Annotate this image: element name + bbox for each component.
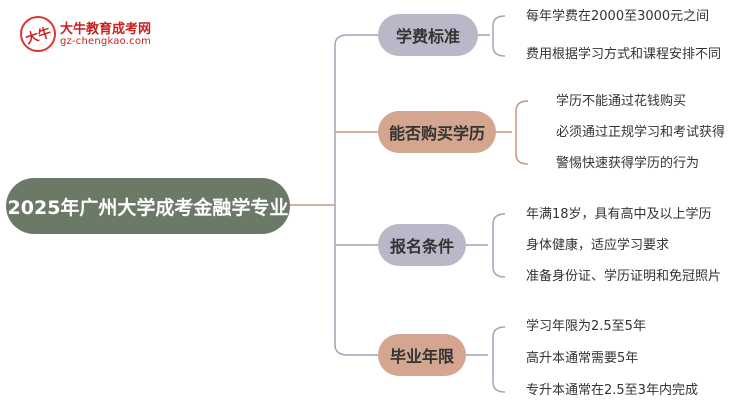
leaf-buy-3: 警惕快速获得学历的行为 bbox=[556, 156, 700, 171]
leaf-req-1: 年满18岁，具有高中及以上学历 bbox=[526, 207, 712, 222]
branch-1-bracket bbox=[478, 15, 506, 57]
logo-url: gz-chengkao.com bbox=[60, 36, 152, 47]
leaf-buy-1: 学历不能通过花钱购买 bbox=[556, 94, 687, 109]
leaf-tuition-2: 费用根据学习方式和课程安排不同 bbox=[526, 47, 722, 62]
root-node: 2025年广州大学成考金融学专业 bbox=[6, 178, 290, 234]
site-logo[interactable]: 大牛 大牛教育成考网 gz-chengkao.com bbox=[20, 16, 160, 56]
branch-4-bracket bbox=[466, 326, 506, 393]
leaf-dur-1: 学习年限为2.5至5年 bbox=[526, 319, 646, 334]
logo-title: 大牛教育成考网 bbox=[60, 22, 152, 37]
trunk-line bbox=[334, 34, 349, 356]
logo-mark-icon: 大牛 bbox=[20, 16, 56, 52]
leaf-dur-3: 专升本通常在2.5至3年内完成 bbox=[526, 383, 698, 398]
leaf-buy-2: 必须通过正规学习和考试获得 bbox=[556, 125, 726, 140]
leaf-tuition-1: 每年学费在2000至3000元之间 bbox=[526, 9, 710, 24]
branch-buy-degree: 能否购买学历 bbox=[378, 111, 496, 153]
branch-requirements: 报名条件 bbox=[378, 224, 466, 266]
branch-tuition: 学费标准 bbox=[378, 14, 478, 56]
branch-duration: 毕业年限 bbox=[378, 334, 466, 376]
branch-3-bracket bbox=[466, 213, 506, 278]
branch-2-bracket bbox=[496, 100, 529, 165]
leaf-req-3: 准备身份证、学历证明和免冠照片 bbox=[526, 269, 722, 284]
leaf-dur-2: 高升本通常需要5年 bbox=[526, 351, 639, 366]
leaf-req-2: 身体健康，适应学习要求 bbox=[526, 238, 670, 253]
